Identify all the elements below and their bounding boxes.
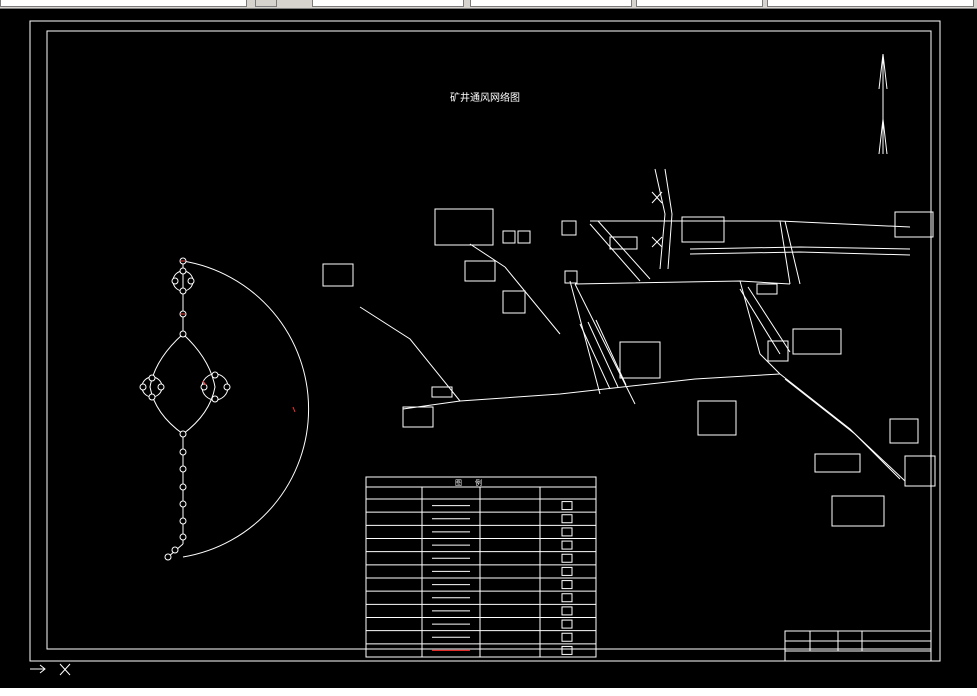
legend-symbol-box bbox=[561, 514, 573, 524]
legend-table bbox=[365, 476, 597, 658]
legend-symbol-box bbox=[561, 540, 573, 550]
ucs-icon bbox=[30, 663, 71, 676]
legend-symbol-box bbox=[561, 580, 573, 590]
title-block bbox=[784, 630, 932, 662]
command-line[interactable] bbox=[0, 688, 977, 696]
legend-symbol-box bbox=[561, 632, 573, 642]
toolbar-field-linetype[interactable] bbox=[636, 0, 763, 7]
toolbar bbox=[0, 0, 977, 9]
legend-symbol-box bbox=[561, 593, 573, 603]
toolbar-icon-a[interactable] bbox=[255, 0, 277, 7]
annotation-boxes bbox=[322, 208, 936, 527]
network-diagram bbox=[139, 257, 310, 561]
drawing-canvas[interactable]: 矿井通风网络图 图 例 bbox=[0, 9, 977, 688]
toolbar-field-style[interactable] bbox=[312, 0, 464, 7]
outer-frame bbox=[29, 20, 941, 662]
legend-header-left: 图 bbox=[455, 479, 462, 487]
legend-symbol-box bbox=[561, 501, 573, 511]
inner-frame bbox=[46, 30, 932, 650]
ventilation-plan bbox=[359, 168, 911, 482]
drawing-title: 矿井通风网络图 bbox=[450, 91, 520, 104]
legend-symbol-box bbox=[561, 527, 573, 537]
toolbar-field-color[interactable] bbox=[470, 0, 632, 7]
legend-symbol-box bbox=[561, 619, 573, 629]
toolbar-field-layer[interactable] bbox=[0, 0, 247, 7]
legend-header-right: 例 bbox=[475, 478, 482, 487]
toolbar-field-lineweight[interactable] bbox=[767, 0, 974, 7]
legend-symbol-box bbox=[561, 645, 573, 655]
north-arrow-icon bbox=[878, 53, 888, 155]
legend-symbol-box bbox=[561, 566, 573, 576]
legend-symbol-box bbox=[561, 606, 573, 616]
legend-symbol-box bbox=[561, 553, 573, 563]
